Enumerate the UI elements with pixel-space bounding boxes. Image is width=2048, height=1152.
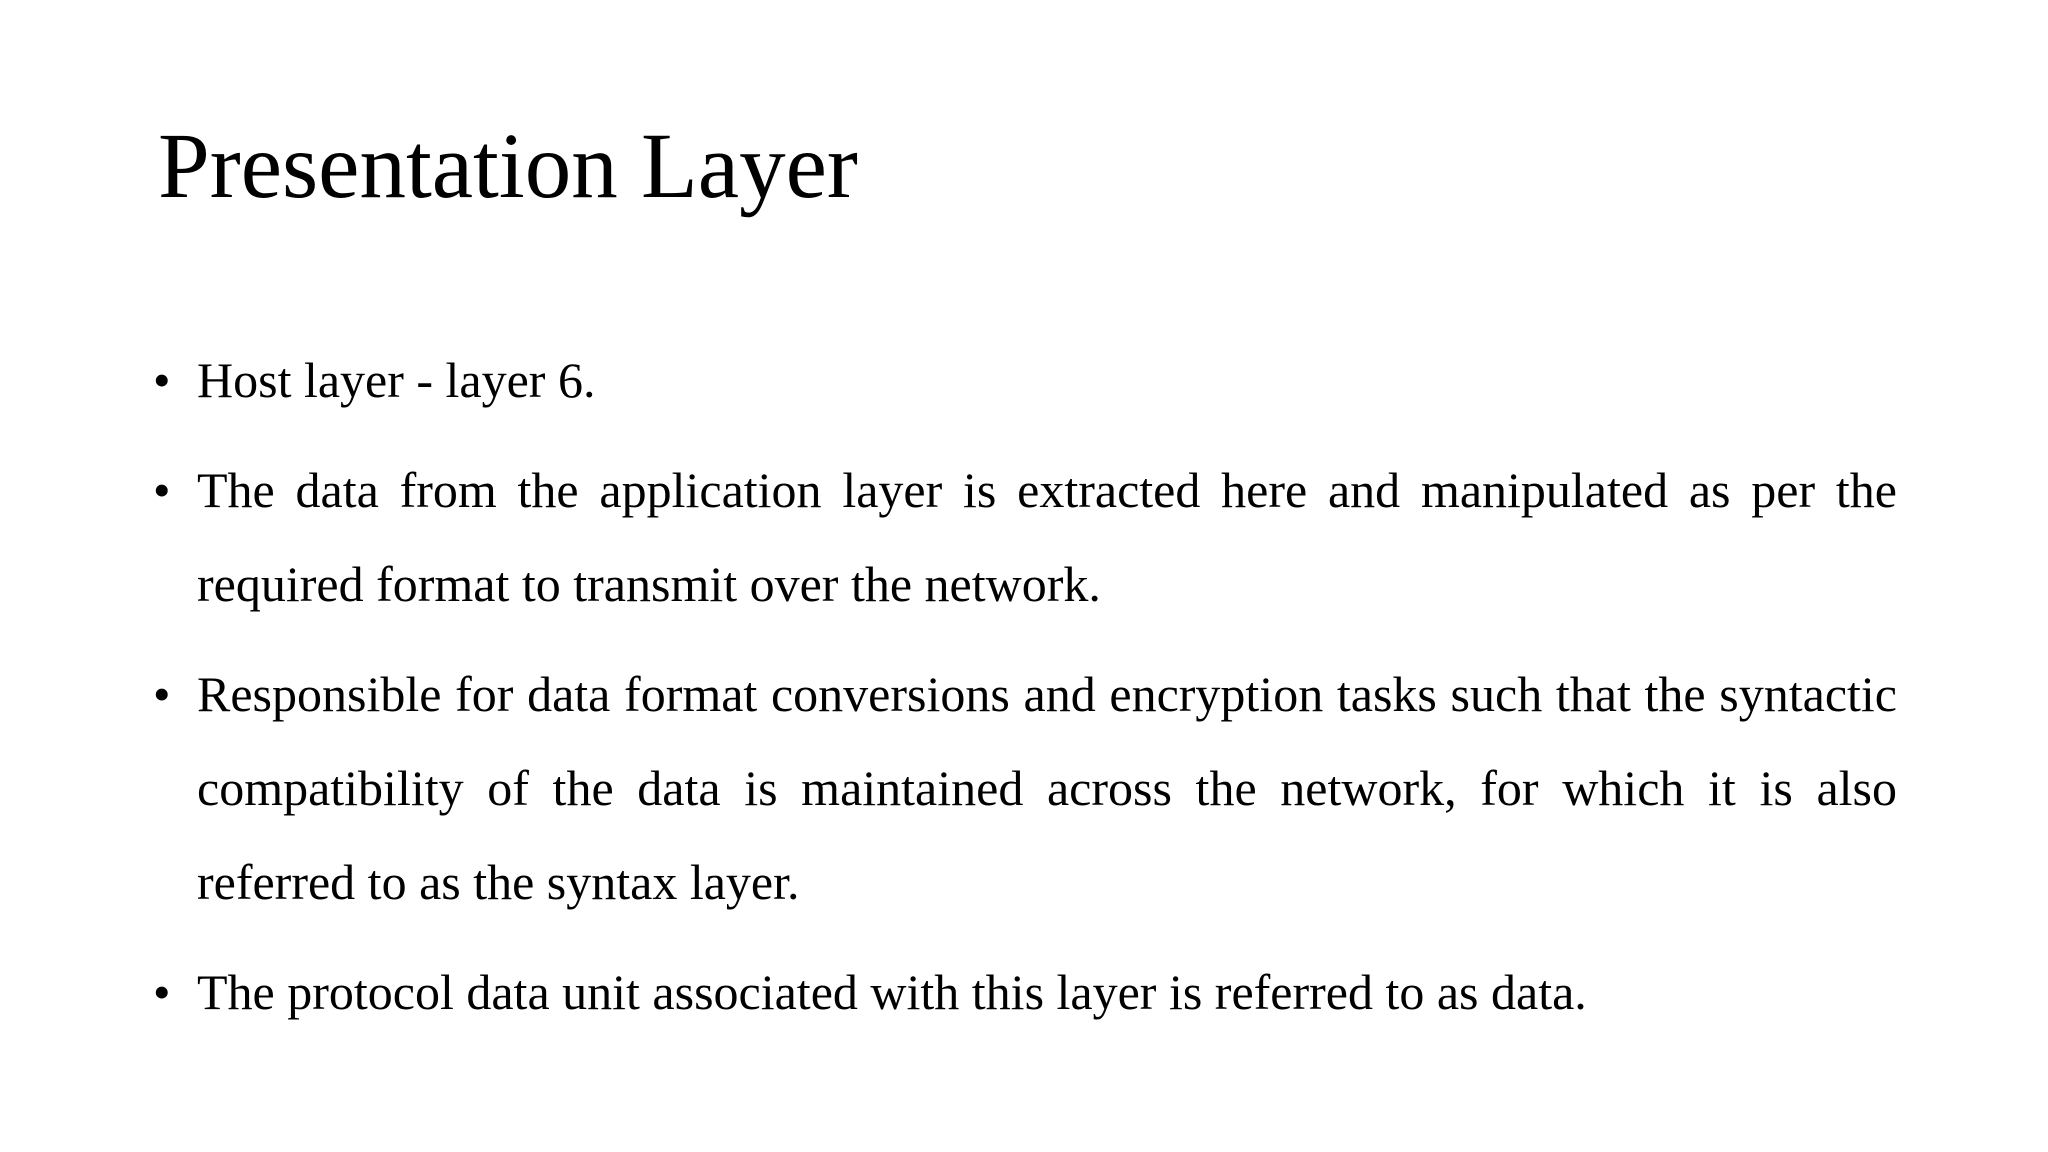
bullet-item: • Host layer - layer 6. xyxy=(140,333,1897,427)
bullet-item: • The data from the application layer is… xyxy=(140,443,1897,631)
bullet-text: The data from the application layer is e… xyxy=(197,462,1897,612)
bullet-text: Host layer - layer 6. xyxy=(197,352,596,408)
bullet-text: Responsible for data format conversions … xyxy=(197,666,1897,910)
bullet-list: • Host layer - layer 6. • The data from … xyxy=(140,333,1897,1055)
bullet-icon: • xyxy=(153,964,171,1020)
bullet-item: • Responsible for data format conversion… xyxy=(140,647,1897,929)
bullet-icon: • xyxy=(153,352,171,408)
bullet-item: • The protocol data unit associated with… xyxy=(140,945,1897,1039)
bullet-icon: • xyxy=(153,666,171,722)
bullet-icon: • xyxy=(153,462,171,518)
slide-title: Presentation Layer xyxy=(158,115,858,218)
bullet-text: The protocol data unit associated with t… xyxy=(197,964,1587,1020)
